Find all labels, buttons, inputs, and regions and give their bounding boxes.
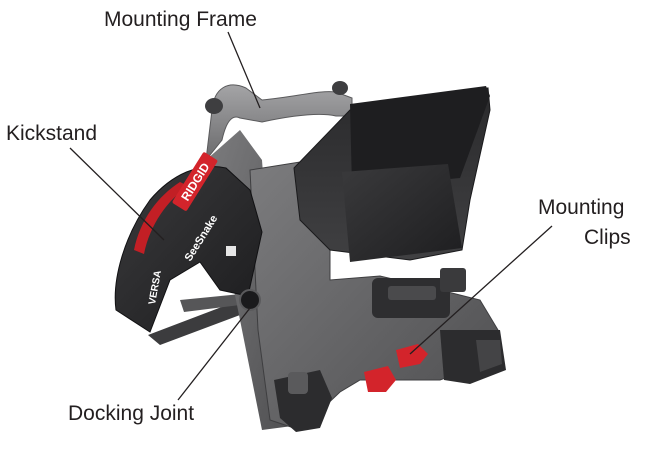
label-mounting-clips-2: Clips (584, 226, 631, 249)
mounting-clip-lower (364, 366, 396, 392)
label-docking-joint: Docking Joint (68, 402, 194, 425)
mounting-clip-upper (396, 344, 428, 368)
callouts: Mounting Frame Kickstand Mounting Clips … (6, 8, 631, 425)
rear-frame-leg (148, 300, 248, 345)
frame-bumper-right (332, 81, 348, 95)
qr-code (226, 246, 236, 256)
kickstand (114, 166, 263, 333)
leader-mounting-frame (227, 31, 261, 109)
frame-bumper-left (205, 98, 223, 114)
leader-mounting-clips (409, 225, 553, 355)
kickstand-red-band (134, 182, 188, 254)
left-foot-grip (288, 372, 308, 394)
label-mounting-clips-1: Mounting (538, 196, 624, 219)
port-panel (440, 268, 466, 292)
sunshade-top-panel (350, 86, 490, 188)
display-screen (342, 164, 462, 262)
leader-kickstand (69, 147, 165, 241)
label-mounting-frame: Mounting Frame (104, 8, 257, 31)
monitor-device: RIDGID SeeSnake VERSA (114, 81, 506, 432)
label-kickstand: Kickstand (6, 122, 97, 145)
right-foot-grip (476, 340, 502, 372)
leader-docking-joint (177, 307, 251, 401)
docking-joint (239, 289, 261, 311)
battery-slot (388, 286, 436, 300)
